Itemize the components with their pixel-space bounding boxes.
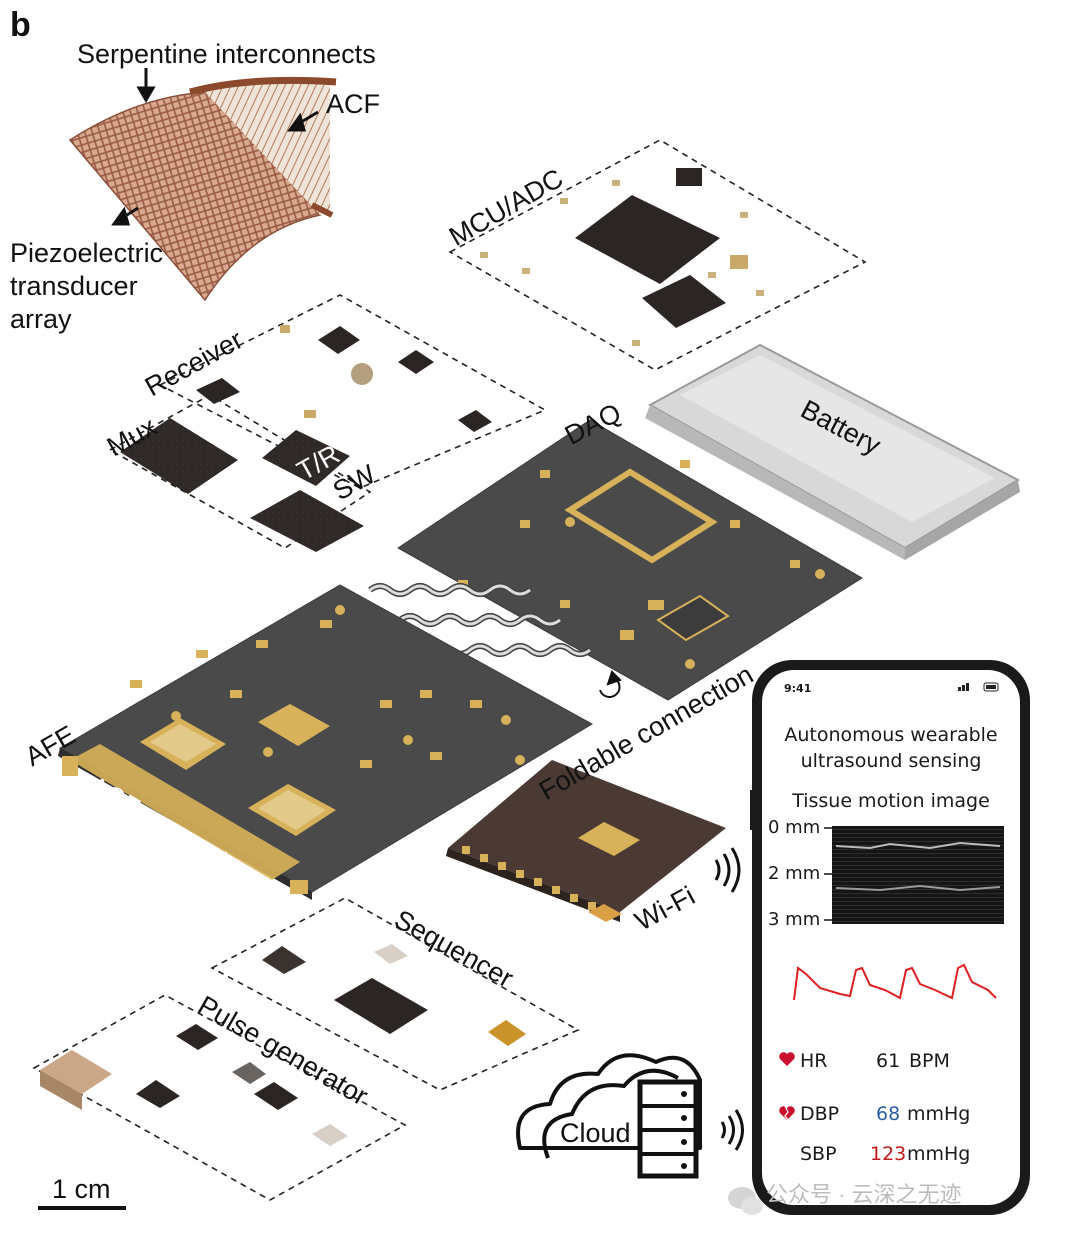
mcu-layer-outline (448, 139, 867, 371)
pulse-generator-layer-outline (32, 994, 407, 1201)
daq-board (397, 419, 863, 701)
label-acf: ACF (326, 89, 380, 119)
dbp-unit: mmHg (907, 1103, 971, 1125)
afe-board (58, 584, 594, 900)
blood-pressure-icon (779, 1105, 795, 1121)
panel-letter: b (10, 6, 31, 44)
sbp-label: SBP (800, 1143, 837, 1165)
annotation-arrows (111, 68, 319, 226)
phone-title-line2: ultrasound sensing (800, 750, 982, 772)
watermark-text: 公众号 · 云深之无迹 (766, 1182, 962, 1207)
scale-bar-label: 1 cm (52, 1174, 111, 1204)
server-rack-icon (637, 1079, 699, 1179)
depth-tick-2: 2 mm (768, 863, 821, 884)
label-transducer: transducer (10, 271, 138, 301)
smartphone (750, 660, 1030, 1215)
wifi-signal-icon (714, 847, 741, 893)
sequencer-layer-outline (210, 897, 580, 1091)
hr-label: HR (800, 1050, 828, 1072)
phone-title-line1: Autonomous wearable (784, 724, 998, 746)
depth-tick-0: 0 mm (768, 817, 821, 838)
dbp-value: 68 (876, 1103, 901, 1125)
tissue-motion-title: Tissue motion image (792, 790, 990, 812)
dbp-label: DBP (800, 1103, 840, 1125)
pulse-generator-components (40, 1024, 348, 1146)
depth-tick-3: 3 mm (768, 909, 821, 930)
sbp-unit: mmHg (907, 1143, 971, 1165)
label-cloud: Cloud (560, 1118, 631, 1148)
label-serpentine-interconnects: Serpentine interconnects (77, 39, 376, 69)
pulse-waveform (793, 963, 997, 1001)
sbp-value: 123 (870, 1143, 907, 1165)
battery-image (645, 343, 1021, 560)
wifi-module (446, 760, 726, 922)
tr-sw-chip (262, 430, 350, 486)
mux-chip (120, 418, 238, 494)
phone-time: 9:41 (784, 682, 812, 695)
cloud-signal-icon (720, 1109, 744, 1151)
label-piezoelectric: Piezoelectric (10, 238, 164, 268)
fold-arrow-icon (599, 670, 622, 698)
hr-unit: BPM (909, 1050, 950, 1072)
tissue-motion-image (832, 826, 1004, 924)
wechat-logo-watermark (728, 1187, 763, 1215)
sw-chip (250, 490, 364, 552)
hr-value: 61 (876, 1050, 901, 1072)
phone-status-icons (958, 682, 999, 692)
receiver-components (196, 325, 492, 432)
heart-icon (779, 1052, 795, 1066)
mcu-components (480, 168, 764, 346)
label-array: array (10, 304, 72, 334)
mux-layer-outline (108, 394, 372, 549)
sequencer-components (262, 944, 526, 1046)
